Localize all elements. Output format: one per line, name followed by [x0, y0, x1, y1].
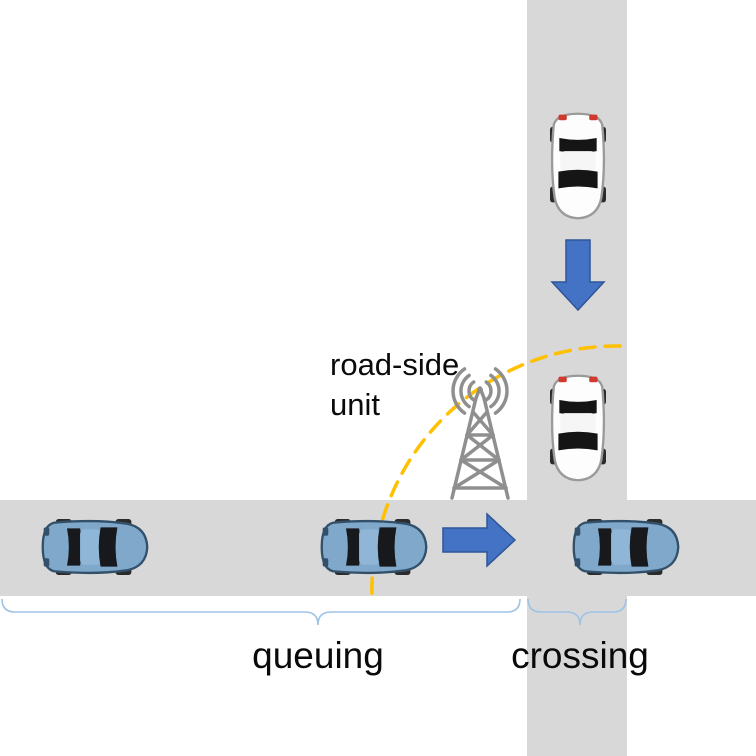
queuing-label: queuing [252, 635, 384, 676]
down-arrow-icon [550, 239, 606, 312]
signal-waves-icon [451, 367, 509, 415]
car-blue-queued [321, 519, 427, 575]
rsu-label-line2: unit [330, 387, 380, 422]
car-blue-left [42, 519, 148, 575]
car-white-near-intersection [550, 375, 606, 481]
rsu-tower-icon [450, 386, 510, 500]
queuing-brace [1, 598, 521, 626]
right-arrow-icon [442, 512, 517, 568]
crossing-brace [527, 598, 627, 626]
car-blue-crossing [573, 519, 679, 575]
car-white-approaching [550, 113, 606, 219]
crossing-label: crossing [511, 635, 649, 676]
rsu-label-line1: road-side [330, 347, 459, 382]
